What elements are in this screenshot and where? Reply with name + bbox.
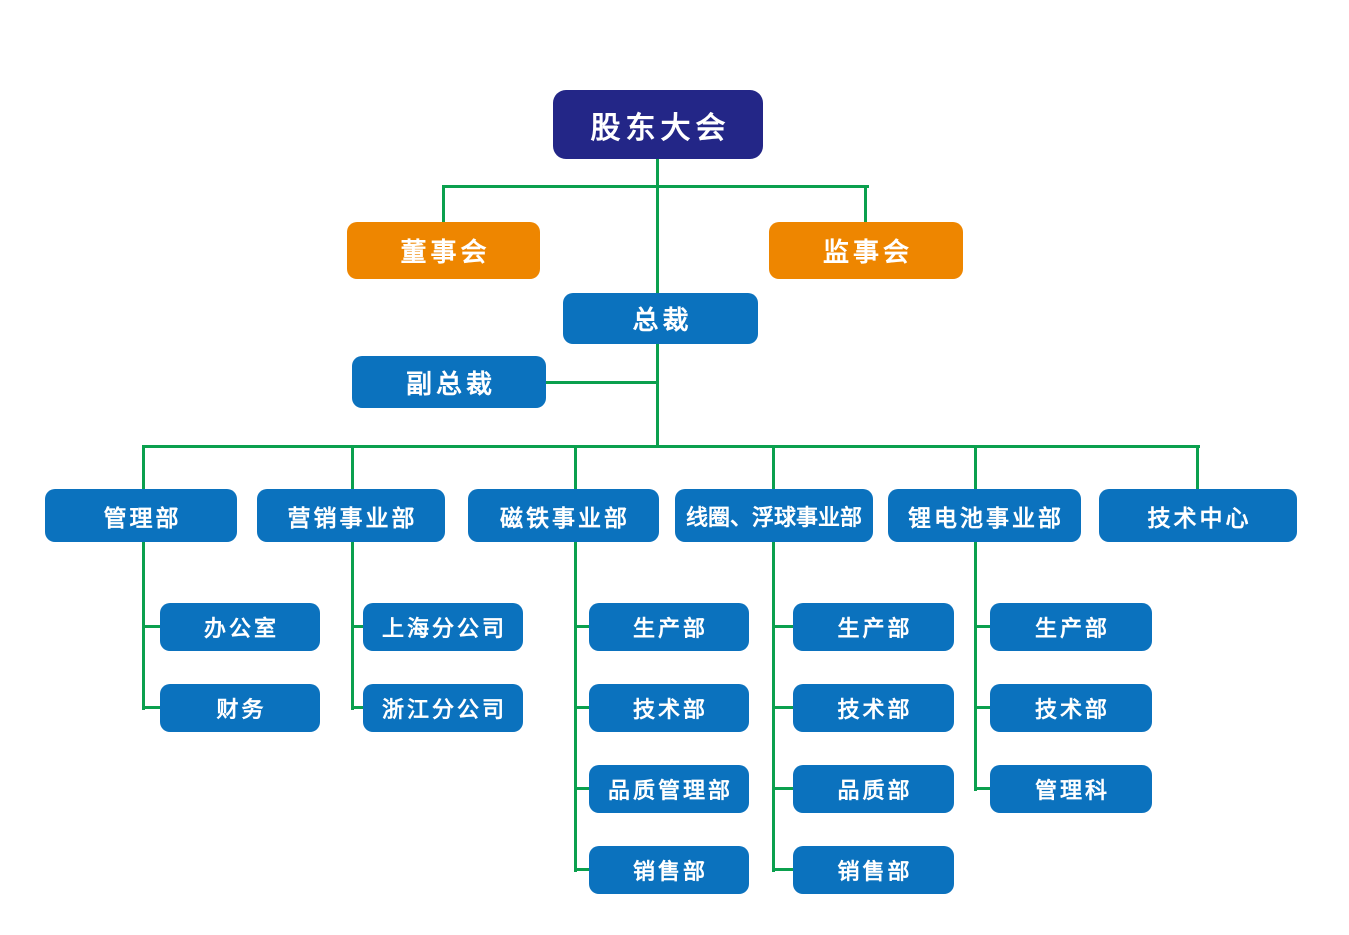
connector-elbow [574,625,591,628]
node-shareholders-meeting: 股东大会 [553,90,763,159]
connector-spine-dept-3 [772,445,775,872]
node-dept-technology-center: 技术中心 [1099,489,1297,542]
connector-elbow [574,787,591,790]
node-sub-magnet-sales: 销售部 [589,846,749,894]
node-sub-zhejiang-branch: 浙江分公司 [363,684,523,732]
connector-elbow [351,706,365,709]
node-sub-magnet-technology: 技术部 [589,684,749,732]
node-dept-management: 管理部 [45,489,237,542]
connector-spine-dept-4 [974,445,977,791]
node-vice-president: 副总裁 [352,356,546,408]
connector-committee-rail [442,185,869,188]
connector-supervisory-stub [864,185,867,223]
connector-elbow [974,706,992,709]
connector-elbow [772,787,795,790]
node-dept-magnet: 磁铁事业部 [468,489,659,542]
connector-spine-dept-2 [574,445,577,872]
node-sub-coil-production: 生产部 [793,603,954,651]
node-sub-battery-production: 生产部 [990,603,1152,651]
node-sub-magnet-production: 生产部 [589,603,749,651]
connector-board-stub [442,185,445,223]
connector-elbow [142,706,162,709]
connector-department-rail [142,445,1200,448]
node-sub-coil-sales: 销售部 [793,846,954,894]
connector-elbow [351,625,365,628]
connector-elbow [772,625,795,628]
node-dept-marketing: 营销事业部 [257,489,445,542]
node-sub-office: 办公室 [160,603,320,651]
node-sub-battery-management: 管理科 [990,765,1152,813]
node-sub-coil-quality: 品质部 [793,765,954,813]
connector-elbow [574,868,591,871]
node-sub-battery-technology: 技术部 [990,684,1152,732]
node-board-of-directors: 董事会 [347,222,540,279]
node-supervisory-board: 监事会 [769,222,963,279]
node-president: 总裁 [563,293,758,344]
connector-spine-dept-0 [142,445,145,710]
connector-vice-president-link [544,381,658,384]
connector-elbow [772,706,795,709]
node-sub-finance: 财务 [160,684,320,732]
connector-elbow [574,706,591,709]
node-dept-coil-float: 线圈、浮球事业部 [675,489,873,542]
connector-president-to-rail [656,343,659,447]
node-sub-magnet-quality-management: 品质管理部 [589,765,749,813]
node-dept-lithium-battery: 锂电池事业部 [888,489,1081,542]
connector-stub-dept-5 [1196,445,1199,489]
node-sub-shanghai-branch: 上海分公司 [363,603,523,651]
connector-root-to-president [656,158,659,294]
connector-elbow [142,625,162,628]
connector-spine-dept-1 [351,445,354,710]
connector-elbow [974,625,992,628]
connector-elbow [772,868,795,871]
node-sub-coil-technology: 技术部 [793,684,954,732]
connector-elbow [974,787,992,790]
